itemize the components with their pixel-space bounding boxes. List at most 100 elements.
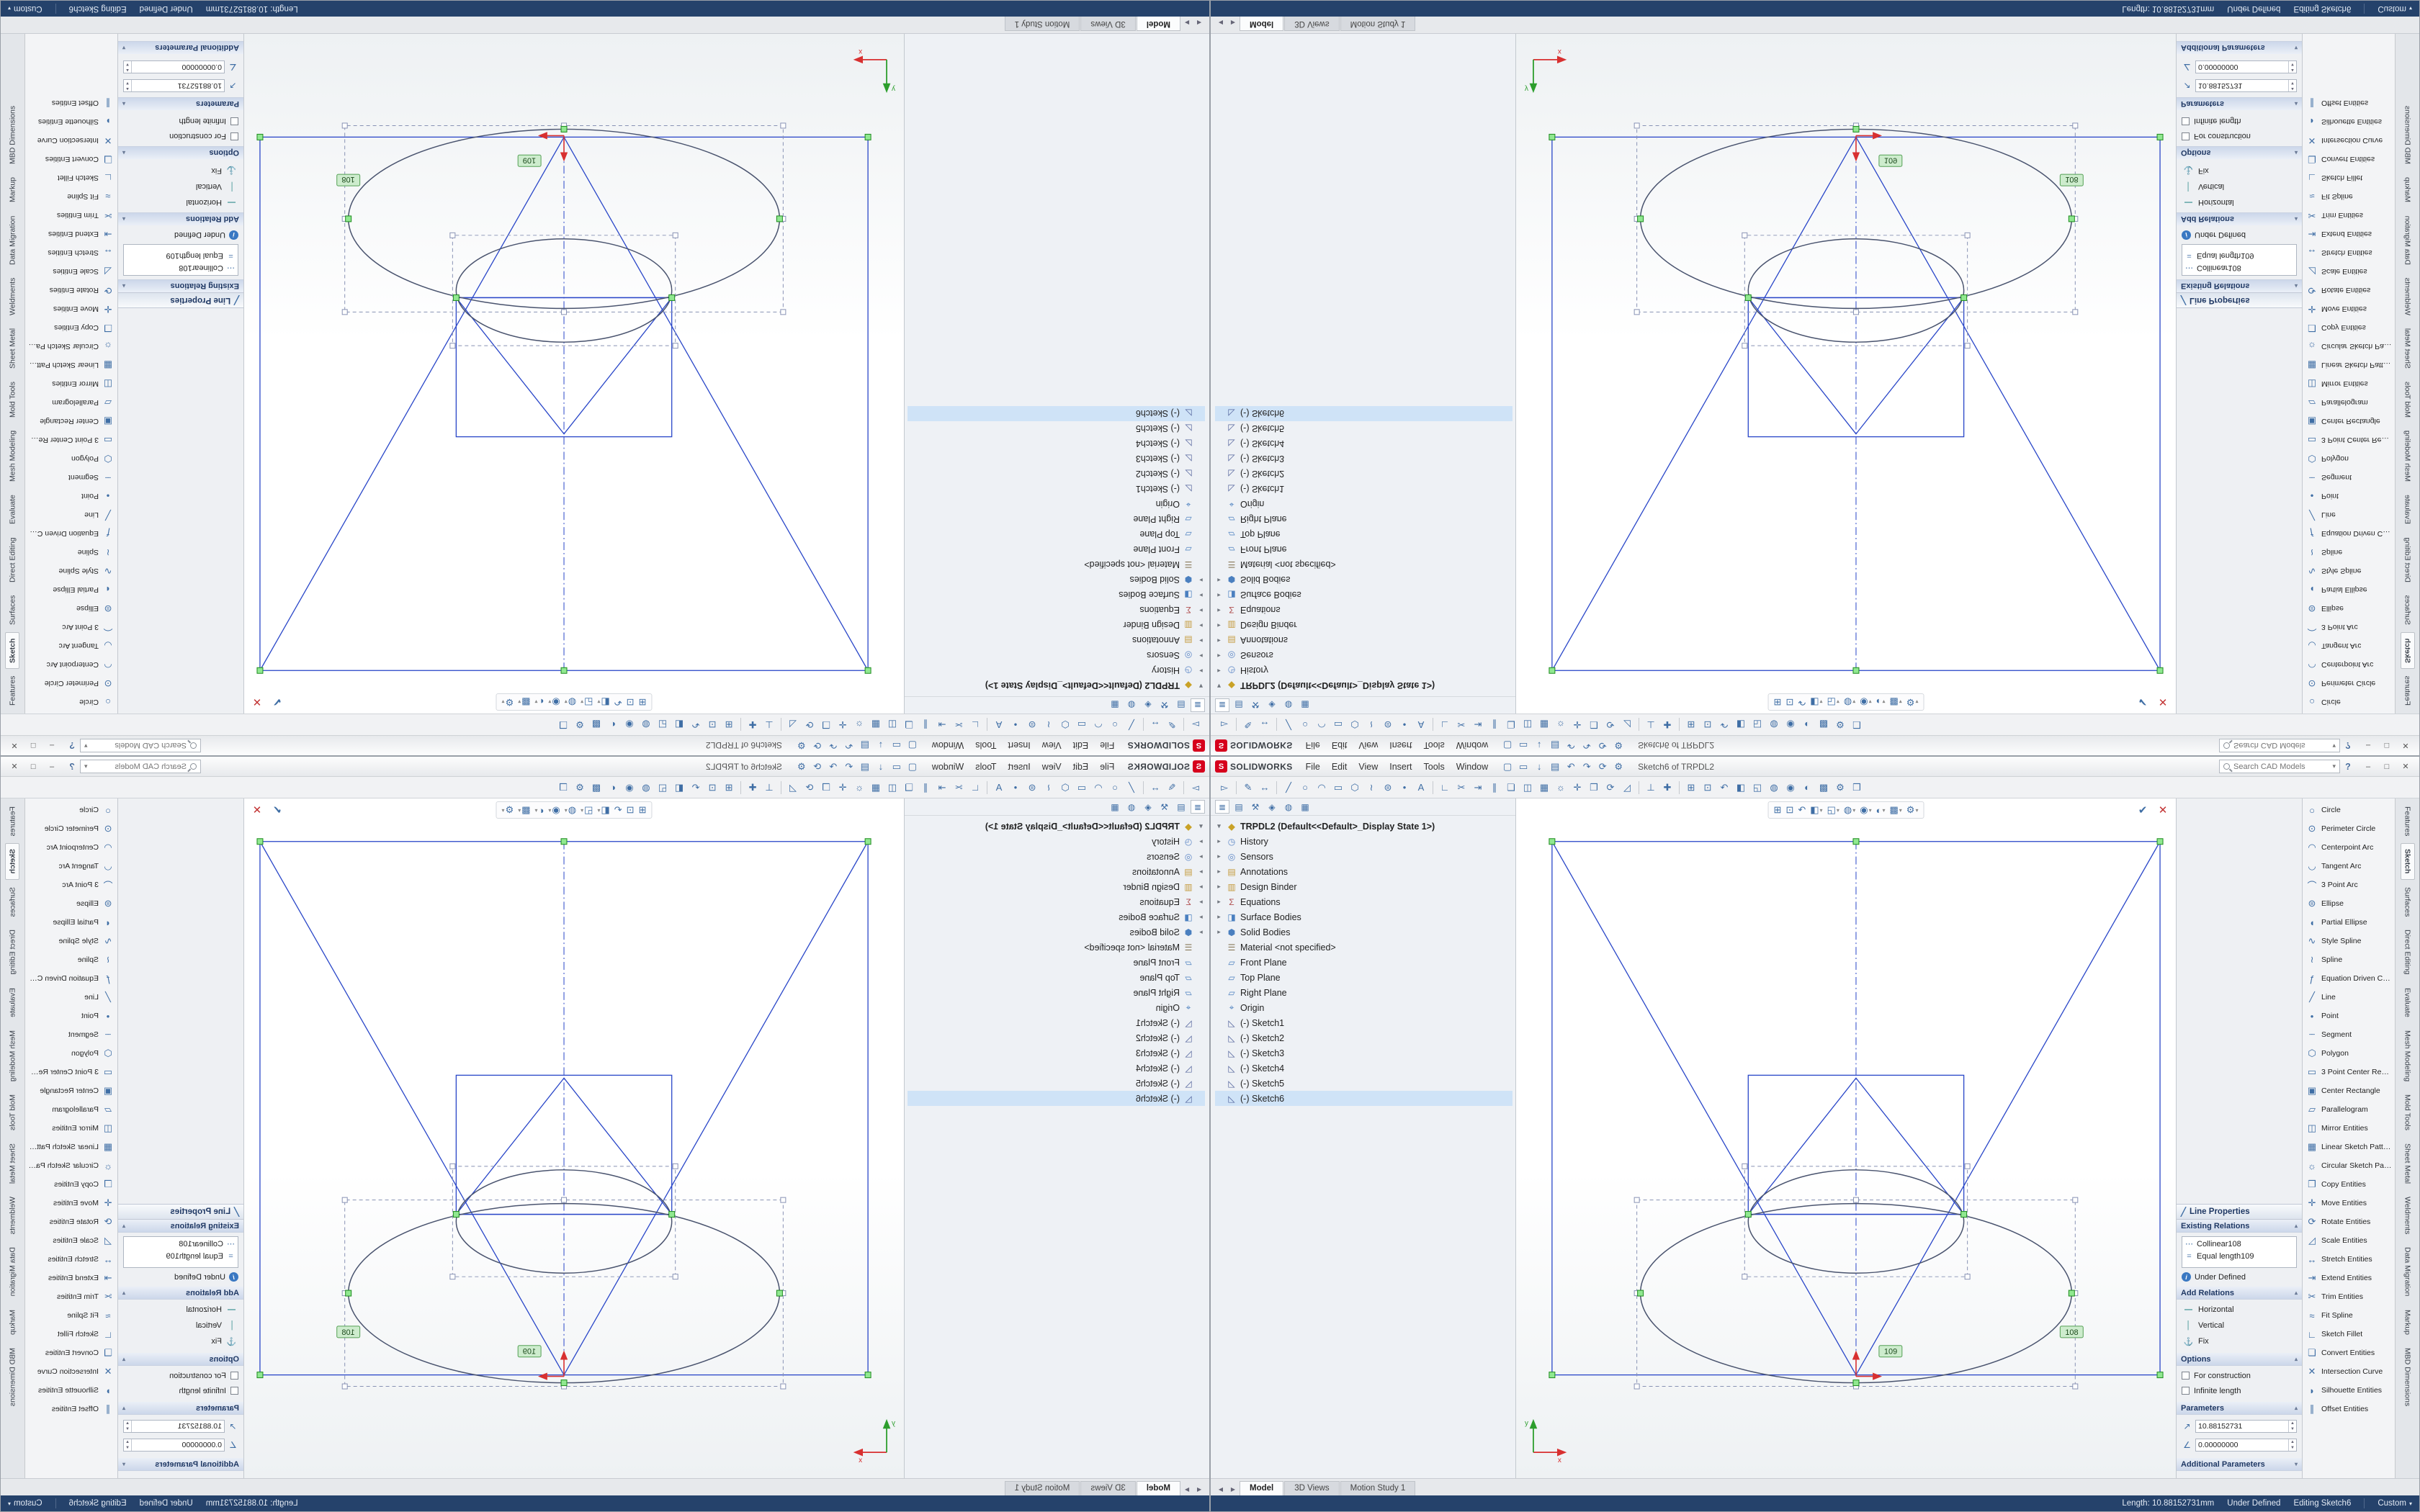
- section-additional-parameters[interactable]: Additional Parameters: [118, 1458, 243, 1471]
- tool-item[interactable]: ∿ Style Spline: [2303, 562, 2395, 580]
- menu-item[interactable]: Window: [1456, 740, 1489, 751]
- featuremanager-tree-tab-icon[interactable]: ≣: [1191, 698, 1205, 712]
- tree-item[interactable]: ◺ (-) Sketch4: [908, 1061, 1205, 1076]
- tree-item[interactable]: ▸ ◨ Surface Bodies: [1215, 588, 1512, 603]
- tool-item[interactable]: ┄ Segment: [2303, 468, 2395, 487]
- edit-appearance-icon[interactable]: ◐ ▾: [1875, 695, 1887, 709]
- caret-right-icon[interactable]: ▸: [1199, 577, 1203, 584]
- edit-appearance-icon[interactable]: ◐: [1804, 719, 1810, 730]
- configurationmanager-tab-icon[interactable]: ⚒: [1160, 700, 1169, 711]
- tree-item[interactable]: ⌖ Origin: [1215, 1000, 1512, 1015]
- tool-item[interactable]: ↔ Stretch Entities: [2303, 243, 2395, 262]
- select-icon[interactable]: ▻: [1192, 719, 1199, 731]
- tool-item[interactable]: ∿ Style Spline: [2303, 932, 2395, 950]
- convert-entities-icon[interactable]: ❏: [1507, 719, 1515, 731]
- relation-tag[interactable]: 108: [336, 174, 361, 186]
- circular-pattern-icon[interactable]: ☼: [1556, 719, 1565, 730]
- tree-item[interactable]: ▸ ▥ Design Binder: [1215, 879, 1512, 894]
- polygon-icon[interactable]: ⬡: [1350, 781, 1359, 793]
- extend-entities-icon[interactable]: ⇥: [1474, 781, 1482, 793]
- zoom-fit-icon[interactable]: ⊞: [1687, 719, 1695, 731]
- sketch-fillet-icon[interactable]: ∟: [970, 782, 980, 793]
- maximize-icon[interactable]: □: [2384, 762, 2390, 771]
- section-add-relations[interactable]: Add Relations: [118, 212, 243, 225]
- new-icon[interactable]: ▢: [1503, 760, 1512, 772]
- search-box[interactable]: ▾: [2219, 739, 2340, 752]
- section-view-icon[interactable]: ◧: [1736, 719, 1746, 731]
- tool-item[interactable]: ▣ Center Rectangle: [25, 1081, 117, 1100]
- tool-item[interactable]: ∥ Offset Entities: [25, 1400, 117, 1418]
- display-style-icon[interactable]: ◍: [642, 719, 650, 731]
- section-parameters[interactable]: Parameters: [118, 1402, 243, 1415]
- tool-item[interactable]: ❐ Copy Entities: [2303, 1175, 2395, 1194]
- sketch-vertices[interactable]: [1549, 125, 2164, 674]
- tool-item[interactable]: ∿ Style Spline: [25, 562, 117, 580]
- commandmanager-tab[interactable]: Sheet Metal: [2403, 1143, 2412, 1184]
- menu-item[interactable]: View: [1041, 761, 1062, 772]
- trim-entities-icon[interactable]: ✂: [954, 719, 963, 731]
- hide-show-icon[interactable]: ◉: [1786, 781, 1795, 793]
- tool-item[interactable]: ∥ Offset Entities: [2303, 1400, 2395, 1418]
- display-relations-icon[interactable]: ⊥: [765, 719, 774, 731]
- previous-view-icon[interactable]: ↶: [691, 781, 700, 793]
- commandmanager-tab[interactable]: MBD Dimensions: [2403, 106, 2412, 165]
- commandmanager-tab[interactable]: Markup: [2403, 1309, 2412, 1335]
- existing-relations-list[interactable]: ⋯ Collinear108 = Equal length109: [123, 244, 238, 276]
- menu-item[interactable]: Insert: [1008, 761, 1031, 772]
- caret-right-icon[interactable]: ▸: [1217, 637, 1221, 644]
- open-icon[interactable]: ▭: [892, 740, 901, 752]
- view-orientation-icon[interactable]: ◱: [1752, 719, 1762, 731]
- linear-pattern-icon[interactable]: ▦: [871, 719, 881, 731]
- section-options[interactable]: Options: [118, 1353, 243, 1366]
- section-options[interactable]: Options: [118, 146, 243, 159]
- tree-item[interactable]: ◺ (-) Sketch2: [1215, 1030, 1512, 1045]
- tool-item[interactable]: ⬡ Polygon: [25, 449, 117, 468]
- tool-item[interactable]: ○ Circle: [2303, 801, 2395, 819]
- tool-item[interactable]: ❏ Convert Entities: [25, 1344, 117, 1362]
- featuremanager-tree-tab-icon[interactable]: ≣: [1191, 800, 1205, 814]
- section-existing-relations[interactable]: Existing Relations: [118, 279, 243, 292]
- cam-tab-icon[interactable]: ▦: [1301, 700, 1309, 711]
- apply-scene-icon[interactable]: ▩ ▾: [516, 803, 532, 817]
- edit-appearance-icon[interactable]: ◐ ▾: [1875, 803, 1887, 817]
- commandmanager-tab[interactable]: Mesh Modeling: [8, 431, 17, 482]
- tool-item[interactable]: ▦ Linear Sketch Pattern: [2303, 1138, 2395, 1156]
- tree-item[interactable]: ▸ Σ Equations: [908, 603, 1205, 618]
- tool-item[interactable]: ▣ Center Rectangle: [25, 412, 117, 431]
- tree-item[interactable]: ◺ (-) Sketch6: [1215, 1091, 1512, 1106]
- centerpoint-arc-icon[interactable]: ◠: [1317, 781, 1326, 793]
- commandmanager-tab[interactable]: Data Migration: [2403, 1247, 2412, 1297]
- relation-item[interactable]: = Equal length109: [2184, 1251, 2294, 1261]
- print-icon[interactable]: ▤: [860, 740, 869, 752]
- commandmanager-tab[interactable]: Weldments: [2403, 1196, 2412, 1235]
- tree-item[interactable]: ▱ Top Plane: [1215, 970, 1512, 985]
- spinner-control[interactable]: ▲▼: [124, 1439, 132, 1451]
- tool-item[interactable]: ◿ Scale Entities: [2303, 1231, 2395, 1250]
- sketch-canvas[interactable]: 109 108: [1516, 798, 2176, 1478]
- menu-item[interactable]: Edit: [1331, 740, 1348, 751]
- view-orientation-icon[interactable]: ◱: [658, 781, 668, 793]
- caret-right-icon[interactable]: ▸: [1217, 667, 1221, 675]
- tree-item[interactable]: ▸ ⬢ Solid Bodies: [908, 572, 1205, 588]
- commandmanager-tab[interactable]: Mold Tools: [2403, 1094, 2412, 1130]
- hide-show-icon[interactable]: ◉ ▾: [1858, 695, 1873, 709]
- search-input[interactable]: [91, 762, 187, 771]
- option-checkbox[interactable]: For construction: [2182, 130, 2297, 143]
- tool-item[interactable]: ↔ Stretch Entities: [2303, 1250, 2395, 1269]
- tool-item[interactable]: ◗ Silhouette Entities: [2303, 112, 2395, 131]
- tree-item[interactable]: ◺ (-) Sketch5: [908, 421, 1205, 436]
- commandmanager-tab[interactable]: Direct Editing: [8, 930, 17, 975]
- tree-item[interactable]: ◺ (-) Sketch2: [908, 1030, 1205, 1045]
- offset-entities-icon[interactable]: ∥: [923, 719, 928, 731]
- tool-item[interactable]: ✛ Move Entities: [2303, 1194, 2395, 1212]
- propertymanager-tab-icon[interactable]: ▤: [1177, 801, 1186, 812]
- caret-right-icon[interactable]: ▸: [1217, 837, 1221, 845]
- view-settings-icon[interactable]: ⚙ ▾: [501, 803, 516, 817]
- section-add-relations[interactable]: Add Relations: [2177, 212, 2302, 225]
- tool-item[interactable]: ∿ Style Spline: [25, 932, 117, 950]
- commandmanager-tab[interactable]: MBD Dimensions: [8, 1347, 17, 1406]
- tool-item[interactable]: ☼ Circular Sketch Pattern: [2303, 337, 2395, 356]
- fullscreen-icon[interactable]: ❒: [559, 719, 568, 731]
- caret-right-icon[interactable]: ▸: [1199, 592, 1203, 599]
- menu-item[interactable]: Edit: [1072, 740, 1089, 751]
